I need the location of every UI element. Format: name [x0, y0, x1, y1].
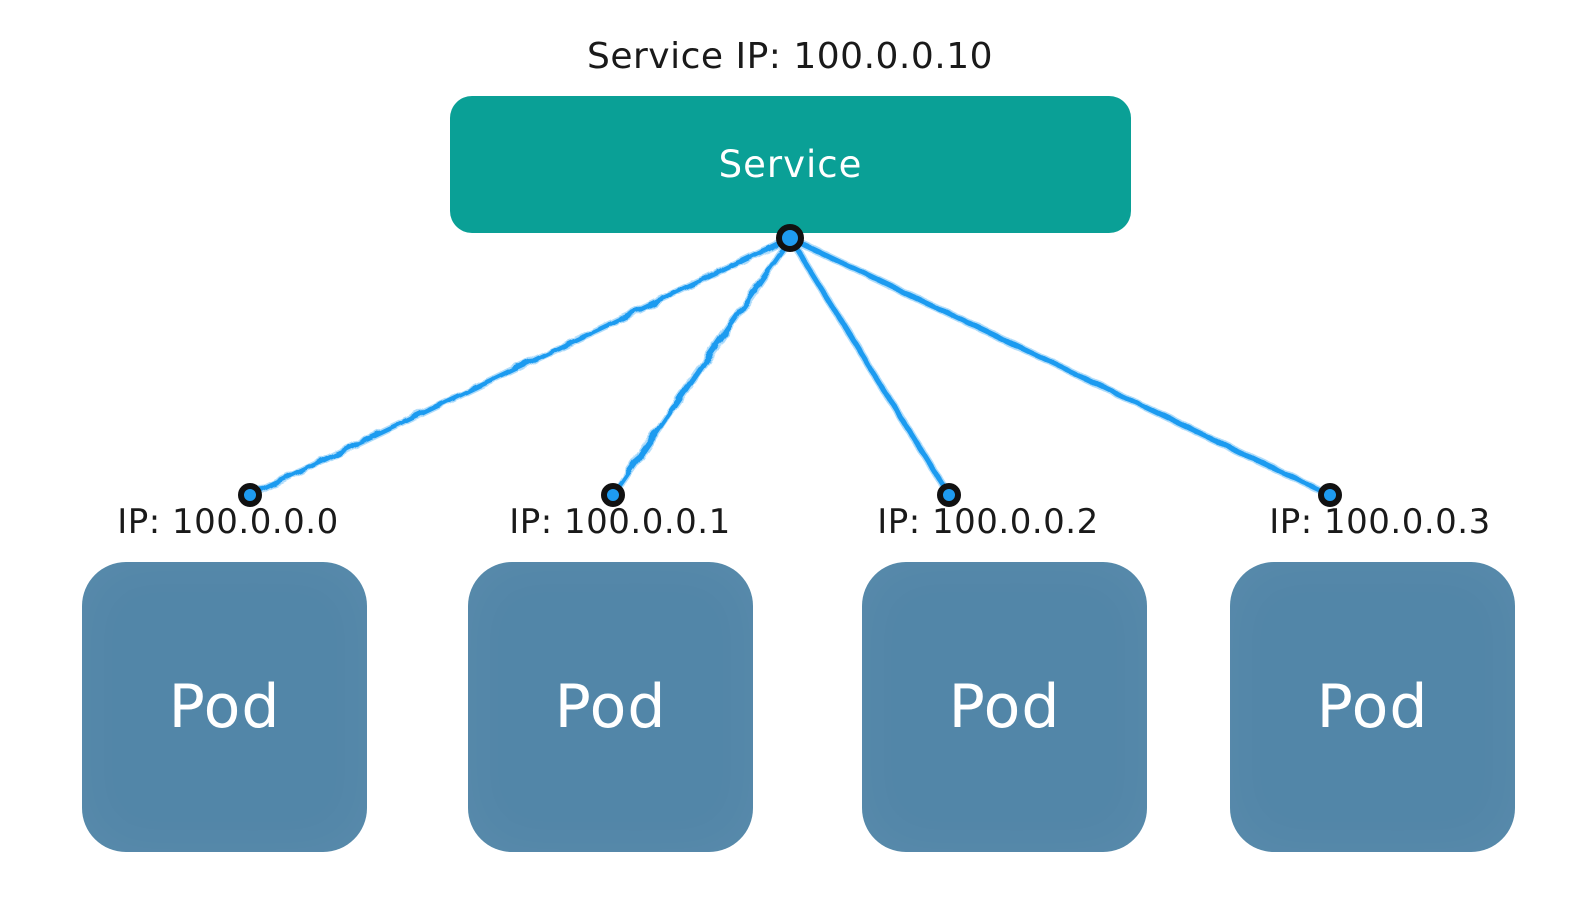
edge-service-to-pod-2 — [609, 234, 794, 499]
service-box: Service — [450, 96, 1131, 233]
pod-3-label: Pod — [948, 672, 1061, 742]
service-ip-title: Service IP: 100.0.0.10 — [586, 36, 994, 77]
connector-edges — [246, 234, 1334, 499]
pod-4-ip-label: IP: 100.0.0.3 — [1269, 502, 1491, 542]
pod-2-ip-label: IP: 100.0.0.1 — [509, 502, 731, 542]
pod-1-label: Pod — [168, 672, 281, 742]
pod-2-label: Pod — [554, 672, 667, 742]
pod-1-ip-label: IP: 100.0.0.0 — [117, 502, 339, 542]
pod-3-ip-label: IP: 100.0.0.2 — [877, 502, 1099, 542]
edge-service-to-pod-3 — [786, 234, 953, 499]
pod-box-3: Pod — [862, 562, 1147, 852]
edge-service-to-pod-1 — [246, 234, 794, 499]
edge-service-to-pod-4 — [786, 234, 1334, 499]
pod-box-2: Pod — [468, 562, 753, 852]
pod-box-1: Pod — [82, 562, 367, 852]
service-box-label: Service — [718, 143, 863, 186]
pod-4-label: Pod — [1316, 672, 1429, 742]
pod-box-4: Pod — [1230, 562, 1515, 852]
